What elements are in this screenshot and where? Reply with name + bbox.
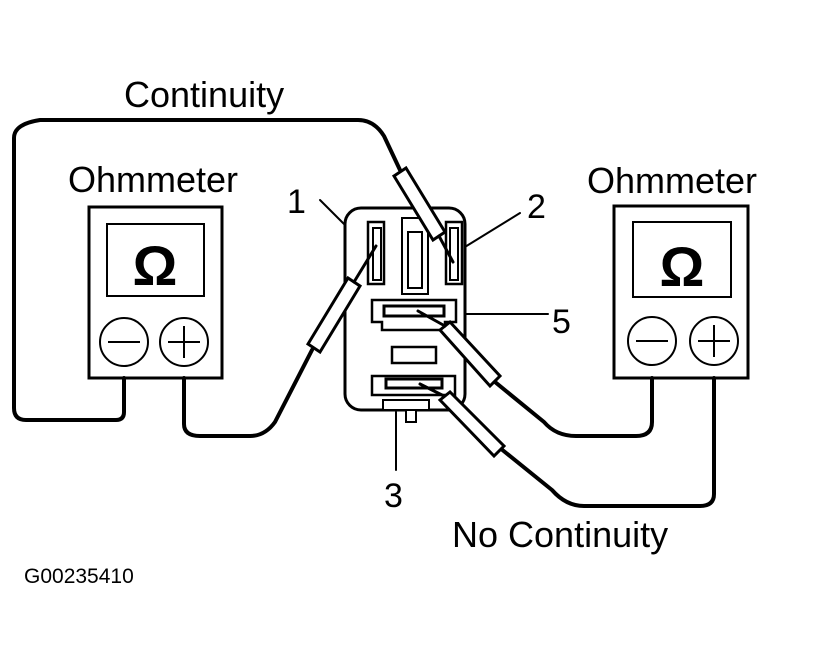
probe-terminal-2	[391, 165, 455, 264]
figure-id-label: G00235410	[24, 565, 134, 588]
continuity-wire	[12, 118, 402, 422]
probe-terminal-3	[418, 382, 507, 459]
ohm-symbol-icon: Ω	[660, 235, 705, 298]
probe-terminal-5	[416, 309, 503, 389]
continuity-label: Continuity	[124, 74, 284, 115]
ohmmeter-right: Ω	[612, 204, 750, 380]
ohm-symbol-icon: Ω	[133, 234, 178, 297]
ohmmeter-left-label: Ohmmeter	[68, 159, 238, 200]
no-continuity-wire-plus	[498, 376, 716, 508]
relay-connector	[343, 206, 467, 423]
probe-terminal-1	[305, 244, 378, 355]
terminal-5-label: 5	[552, 303, 571, 341]
terminal-2-label: 2	[527, 188, 546, 226]
continuity-wire-plus	[182, 348, 314, 438]
terminal-1-label: 1	[287, 183, 306, 221]
terminal-3-label: 3	[384, 477, 403, 515]
ohmmeter-right-label: Ohmmeter	[587, 160, 757, 201]
no-continuity-wire	[493, 376, 654, 438]
ohmmeter-left: Ω	[87, 205, 224, 380]
no-continuity-label: No Continuity	[452, 514, 668, 555]
terminal-2-leader	[459, 212, 521, 251]
